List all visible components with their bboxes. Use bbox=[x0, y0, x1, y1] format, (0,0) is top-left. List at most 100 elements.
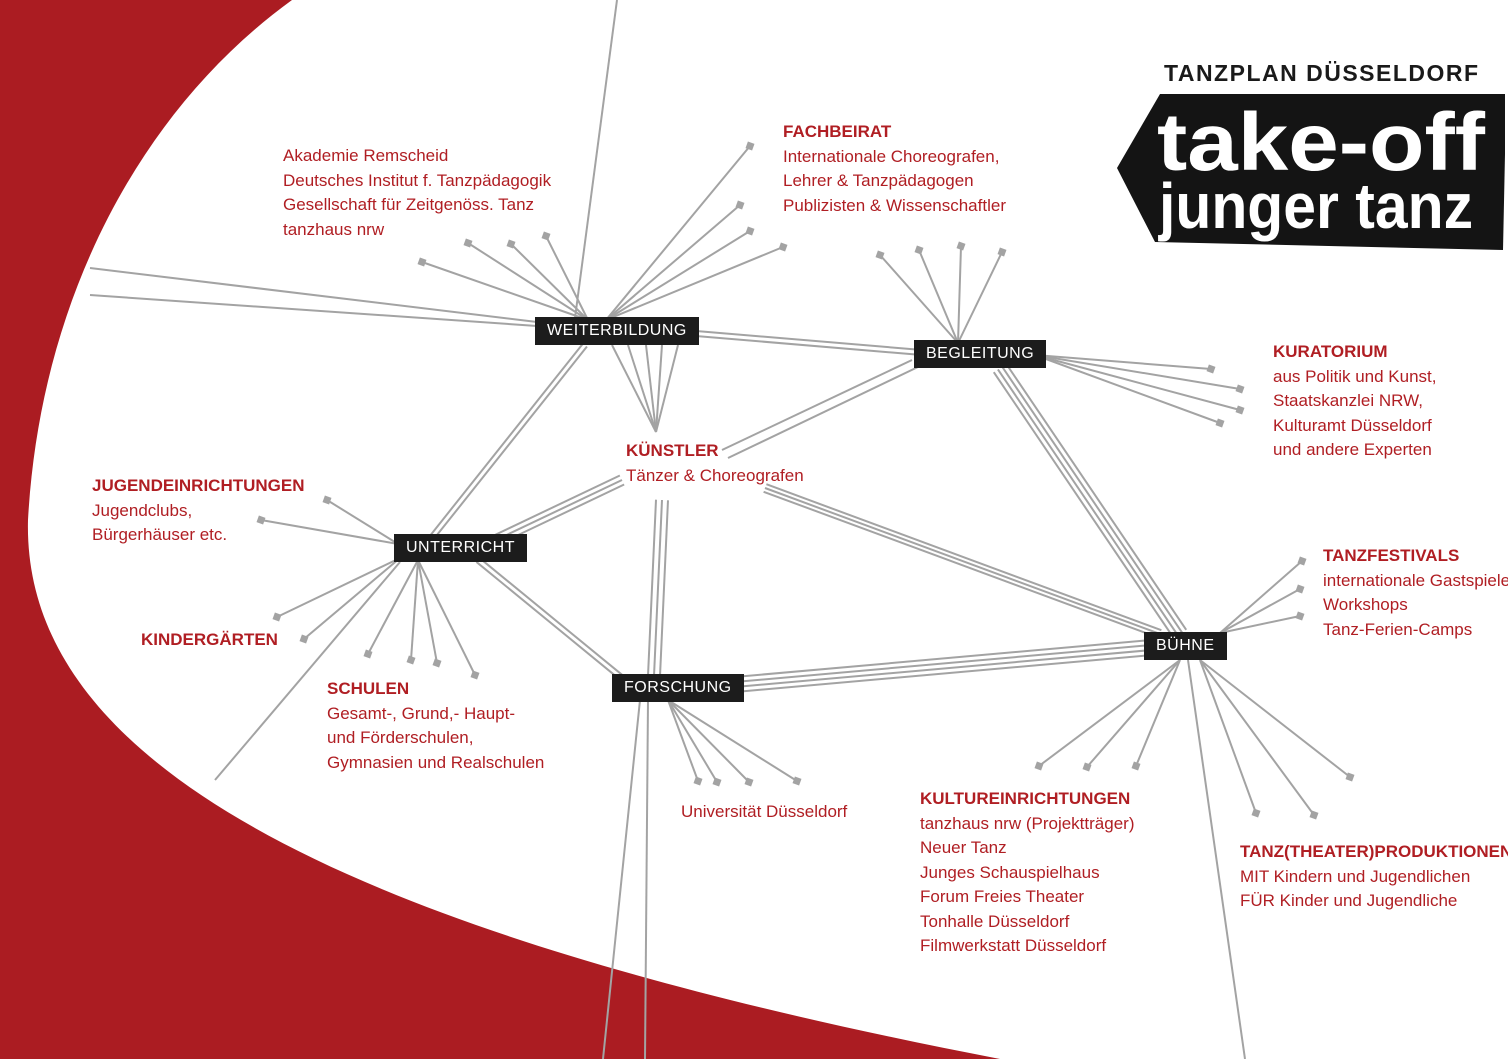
endpoint-marker bbox=[1345, 772, 1355, 782]
bundle-line bbox=[658, 500, 669, 677]
spoke-line bbox=[545, 235, 589, 321]
endpoint-marker bbox=[1295, 611, 1305, 621]
endpoint-marker bbox=[997, 247, 1007, 257]
endpoint-marker bbox=[417, 257, 427, 267]
spoke-line bbox=[1199, 659, 1351, 778]
spoke-line bbox=[1038, 659, 1181, 767]
bundle-line bbox=[1005, 363, 1188, 631]
schulen-title: SCHULEN bbox=[327, 679, 410, 698]
logo-word-take-off: take-off bbox=[1157, 97, 1486, 188]
uni-line: Universität Düsseldorf bbox=[681, 802, 848, 821]
spoke-line bbox=[605, 145, 751, 321]
bundle-line bbox=[718, 654, 1147, 695]
kuenstler-title: KÜNSTLER bbox=[626, 441, 719, 460]
endpoint-marker bbox=[541, 231, 551, 241]
kultur-line: Forum Freies Theater bbox=[920, 887, 1085, 906]
kuratorium-title: KURATORIUM bbox=[1273, 342, 1388, 361]
endpoint-marker bbox=[1235, 405, 1245, 415]
spoke-line bbox=[276, 557, 401, 618]
endpoint-marker bbox=[470, 670, 480, 680]
node-buehne: BÜHNE bbox=[1144, 632, 1227, 660]
bundle-line bbox=[478, 557, 625, 677]
fan-line bbox=[655, 344, 663, 433]
bundle-line bbox=[653, 499, 663, 677]
spoke-line bbox=[1219, 588, 1301, 634]
endpoint-marker bbox=[744, 777, 754, 787]
endpoint-marker bbox=[432, 658, 442, 668]
jugend-line: Bürgerhäuser etc. bbox=[92, 525, 228, 544]
produktionen-line: MIT Kindern und Jugendlichen bbox=[1240, 866, 1471, 886]
fachbeirat-title: FACHBEIRAT bbox=[783, 122, 892, 141]
spoke-line bbox=[417, 559, 476, 676]
spoke-line bbox=[326, 499, 399, 545]
group-tanzfestivals: TANZFESTIVALS internationale Gastspiele … bbox=[1323, 544, 1508, 642]
endpoint-marker bbox=[1251, 808, 1261, 818]
festivals-line: Tanz-Ferien-Camps bbox=[1323, 619, 1473, 639]
festivals-line: Workshops bbox=[1323, 595, 1408, 614]
spoke-line bbox=[367, 559, 419, 655]
spoke-line bbox=[667, 699, 798, 782]
endpoint-marker bbox=[1235, 384, 1245, 394]
spoke-line bbox=[1034, 354, 1221, 424]
group-schulen: SCHULEN Gesamt-, Grund,- Haupt- und Förd… bbox=[327, 677, 544, 775]
akademie-line: Gesellschaft für Zeitgenöss. Tanz bbox=[283, 195, 535, 214]
endpoint-marker bbox=[875, 250, 885, 260]
fachbeirat-line: Internationale Choreografen, bbox=[783, 146, 1000, 166]
group-kultureinrichtungen: KULTUREINRICHTUNGEN tanzhaus nrw (Projek… bbox=[920, 787, 1134, 959]
bundle-line bbox=[992, 371, 1175, 639]
spoke-line bbox=[1219, 560, 1303, 634]
fan-line bbox=[627, 344, 657, 433]
group-produktionen: TANZ(THEATER)PRODUKTIONEN MIT Kindern un… bbox=[1240, 840, 1508, 914]
endpoint-marker bbox=[735, 200, 745, 210]
fan-line bbox=[655, 344, 679, 433]
spoke-line bbox=[510, 243, 589, 321]
spoke-line bbox=[260, 519, 399, 545]
endpoint-marker bbox=[778, 242, 788, 252]
bundle-line bbox=[763, 490, 1159, 639]
group-kindergaerten: KINDERGÄRTEN bbox=[141, 628, 278, 653]
kultur-title: KULTUREINRICHTUNGEN bbox=[920, 789, 1131, 808]
endpoint-marker bbox=[463, 238, 473, 248]
spoke-line bbox=[667, 699, 699, 782]
kuenstler-line: Tänzer & Choreografen bbox=[626, 465, 804, 485]
spoke-line bbox=[605, 204, 741, 321]
endpoint-marker bbox=[256, 515, 266, 525]
trunk-line-bottom-right bbox=[1187, 659, 1246, 1059]
endpoint-marker bbox=[1297, 556, 1307, 566]
endpoint-marker bbox=[745, 226, 755, 236]
trunk-line-bottom bbox=[602, 699, 641, 1059]
bundle-line bbox=[727, 365, 921, 459]
fan-line bbox=[645, 344, 657, 433]
spoke-line bbox=[667, 699, 750, 783]
bundle-line bbox=[689, 334, 916, 356]
festivals-title: TANZFESTIVALS bbox=[1323, 546, 1460, 565]
endpoint-marker bbox=[406, 655, 416, 665]
bundle-line bbox=[766, 483, 1162, 632]
festivals-line: internationale Gastspiele bbox=[1323, 570, 1508, 590]
trunk-line-bottom bbox=[644, 699, 649, 1059]
endpoint-marker bbox=[363, 649, 373, 659]
spoke-line bbox=[957, 245, 962, 344]
bundle-line bbox=[764, 487, 1161, 635]
kinder-title: KINDERGÄRTEN bbox=[141, 630, 278, 649]
trunk-line-top bbox=[574, 0, 618, 319]
akademie-line: Akademie Remscheid bbox=[283, 146, 449, 165]
fan-line bbox=[611, 344, 657, 433]
node-unterricht: UNTERRICHT bbox=[394, 534, 527, 562]
endpoint-marker bbox=[1206, 364, 1216, 374]
endpoint-marker bbox=[1295, 584, 1305, 594]
bundle-line bbox=[1001, 366, 1183, 634]
spoke-line bbox=[410, 559, 419, 661]
spoke-line bbox=[957, 251, 1003, 344]
kultur-line: Junges Schauspielhaus bbox=[920, 862, 1100, 882]
schulen-line: und Förderschulen, bbox=[327, 728, 474, 747]
kuratorium-line: Staatskanzlei NRW, bbox=[1273, 391, 1423, 410]
spoke-line bbox=[1219, 615, 1301, 634]
endpoint-marker bbox=[693, 776, 703, 786]
spoke-line bbox=[1034, 354, 1212, 370]
jugend-title: JUGENDEINRICHTUNGEN bbox=[92, 476, 305, 495]
bundle-line bbox=[647, 499, 658, 676]
